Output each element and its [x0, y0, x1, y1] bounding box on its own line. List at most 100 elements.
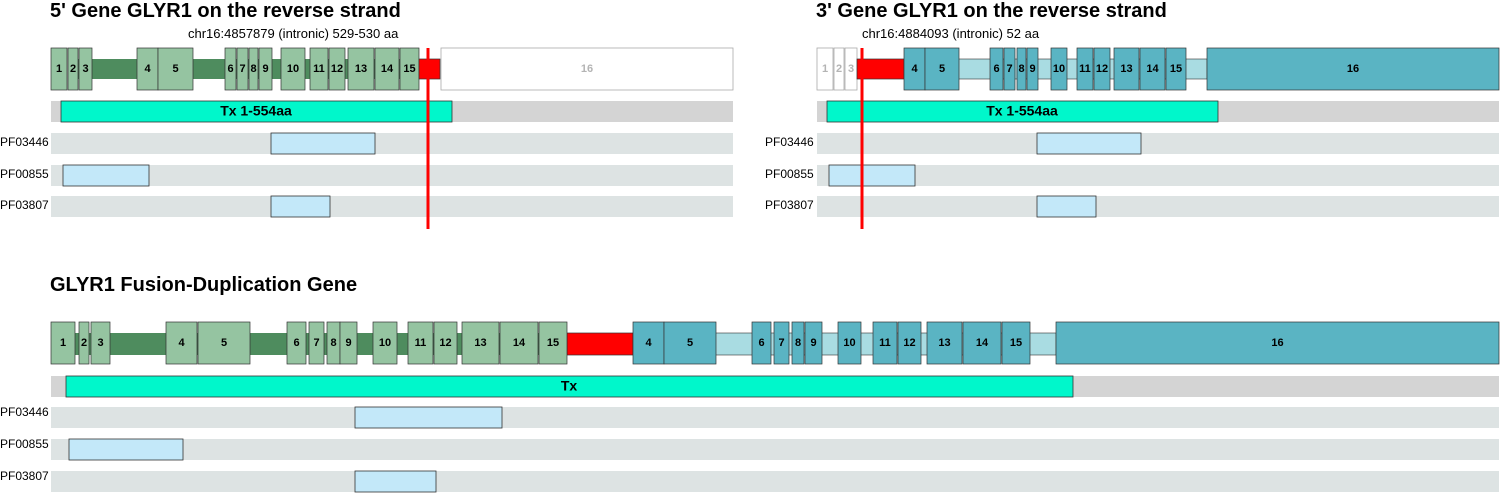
domain-label: PF03807 — [765, 198, 814, 212]
fusion-5p-exon-label-2: 2 — [81, 337, 87, 349]
fusion-5p-exon-11 — [407, 321, 434, 365]
fusion-5p-exon-1 — [50, 321, 76, 365]
five-prime-exon-11 — [309, 47, 329, 91]
fusion-gene-track: 1 2 3 4 5 6 7 8 9 10 11 12 13 1 — [50, 321, 1500, 365]
fusion-3p-exon-4 — [632, 321, 665, 365]
domain-track-bg — [51, 196, 733, 217]
three-prime-exon-8 — [1016, 47, 1027, 91]
fusion-3p-exon-6 — [751, 321, 772, 365]
three-prime-exon-12 — [1093, 47, 1111, 91]
three-prime-title: 3' Gene GLYR1 on the reverse strand — [816, 0, 1167, 22]
domain-track-bg — [51, 471, 1499, 492]
fusion-3p-exon-14 — [962, 321, 1002, 365]
fusion-3p-exon-10 — [837, 321, 862, 365]
three-prime-exon-label-2: 2 — [836, 63, 842, 75]
five-prime-exon-label-14: 14 — [381, 63, 394, 75]
fusion-3p-exon-label-15: 15 — [1010, 337, 1022, 349]
five-prime-gene-track: 1 2 3 4 5 6 7 8 9 10 11 12 13 1 — [50, 47, 734, 91]
domain-box-pf03446 — [1036, 132, 1142, 155]
fusion-3p-exon-label-11: 11 — [879, 337, 891, 349]
transcript-bar — [65, 375, 1074, 398]
five-prime-panel: 5' Gene GLYR1 on the reverse strand chr1… — [0, 0, 734, 229]
five-prime-domain-tracks: PF03446 PF00855 PF03807 — [0, 132, 733, 218]
three-prime-exon-14 — [1139, 47, 1166, 91]
three-prime-exon-2 — [833, 47, 845, 91]
fusion-5p-exon-label-6: 6 — [293, 337, 299, 349]
five-prime-exon-label-9: 9 — [262, 63, 268, 75]
three-prime-exon-9 — [1026, 47, 1039, 91]
three-prime-exon-11 — [1076, 47, 1094, 91]
domain-track-bg — [817, 165, 1499, 186]
fusion-3p-exon-15 — [1001, 321, 1031, 365]
fusion-5p-exon-7 — [308, 321, 325, 365]
five-prime-exon-label-2: 2 — [70, 63, 76, 75]
five-prime-exon-label-7: 7 — [239, 63, 245, 75]
three-prime-breakpoint-segment — [856, 58, 905, 80]
fusion-3p-exon-7 — [773, 321, 790, 365]
three-prime-exon-16 — [1206, 47, 1500, 91]
fusion-3p-exon-label-14: 14 — [976, 337, 989, 349]
domain-track-bg — [51, 133, 733, 154]
fusion-3p-exon-label-4: 4 — [645, 337, 652, 349]
domain-track-bg — [51, 407, 1499, 428]
fusion-5p-exon-3 — [90, 321, 111, 365]
transcript-bar — [826, 100, 1219, 123]
fusion-5p-exon-label-14: 14 — [513, 337, 526, 349]
fusion-5p-exon-4 — [165, 321, 198, 365]
fusion-3p-exon-5 — [663, 321, 717, 365]
five-prime-exon-6 — [224, 47, 237, 91]
five-prime-exon-label-15: 15 — [403, 63, 415, 75]
fusion-5p-exon-label-8: 8 — [330, 337, 336, 349]
three-prime-exon-5 — [924, 47, 960, 91]
five-prime-exon-label-4: 4 — [144, 63, 151, 75]
three-prime-exon-label-14: 14 — [1146, 63, 1159, 75]
domain-label: PF03807 — [0, 469, 49, 483]
domain-box-pf00855 — [62, 164, 150, 187]
domain-label: PF00855 — [0, 167, 49, 181]
three-prime-exon-15 — [1165, 47, 1187, 91]
fusion-5p-exon-6 — [286, 321, 307, 365]
three-prime-exon-label-6: 6 — [993, 63, 999, 75]
domain-label: PF03807 — [0, 198, 49, 212]
fusion-3p-exon-label-10: 10 — [843, 337, 855, 349]
fusion-5p-exon-label-4: 4 — [178, 337, 185, 349]
fusion-3p-exon-label-13: 13 — [938, 337, 950, 349]
fusion-breakpoint-segment — [566, 332, 634, 356]
three-prime-exon-label-16: 16 — [1347, 63, 1359, 75]
five-prime-transcript-track: Tx 1-554aa — [51, 100, 733, 123]
five-prime-exon-7 — [236, 47, 249, 91]
five-prime-exon-16 — [440, 47, 734, 91]
domain-box-pf03446 — [354, 406, 503, 429]
five-prime-exon-label-1: 1 — [56, 63, 62, 75]
fusion-5p-exon-label-1: 1 — [60, 337, 66, 349]
five-prime-exon-2 — [67, 47, 79, 91]
three-prime-exon-label-3: 3 — [848, 63, 854, 75]
fusion-5p-exon-label-15: 15 — [547, 337, 559, 349]
fusion-3p-exon-label-12: 12 — [903, 337, 915, 349]
fusion-5p-exon-5 — [197, 321, 251, 365]
five-prime-exon-label-10: 10 — [287, 63, 299, 75]
five-prime-breakpoint-label: chr16:4857879 (intronic) 529-530 aa — [188, 26, 399, 41]
domain-track-bg — [817, 133, 1499, 154]
fusion-5p-exon-13 — [461, 321, 500, 365]
fusion-5p-exon-12 — [433, 321, 458, 365]
fusion-5p-exon-label-7: 7 — [313, 337, 319, 349]
fusion-5p-exon-9 — [339, 321, 358, 365]
five-prime-exon-12 — [328, 47, 346, 91]
five-prime-exon-label-8: 8 — [250, 63, 256, 75]
fusion-5p-exon-label-10: 10 — [379, 337, 391, 349]
domain-label: PF00855 — [0, 437, 49, 451]
fusion-3p-exon-label-16: 16 — [1271, 337, 1283, 349]
fusion-5p-exon-label-9: 9 — [345, 337, 351, 349]
three-prime-exon-13 — [1113, 47, 1140, 91]
three-prime-gene-track: 1 2 3 4 5 6 7 8 9 10 11 12 13 — [816, 47, 1500, 91]
domain-box-pf03807 — [270, 195, 331, 218]
three-prime-exon-label-11: 11 — [1079, 63, 1091, 75]
transcript-label: Tx — [561, 378, 578, 394]
fusion-3p-exon-8 — [791, 321, 805, 365]
domain-track-bg — [51, 439, 1499, 460]
five-prime-exon-9 — [258, 47, 273, 91]
three-prime-exon-label-15: 15 — [1170, 63, 1182, 75]
fusion-5p-exon-2 — [78, 321, 90, 365]
five-prime-exon-label-13: 13 — [355, 63, 367, 75]
